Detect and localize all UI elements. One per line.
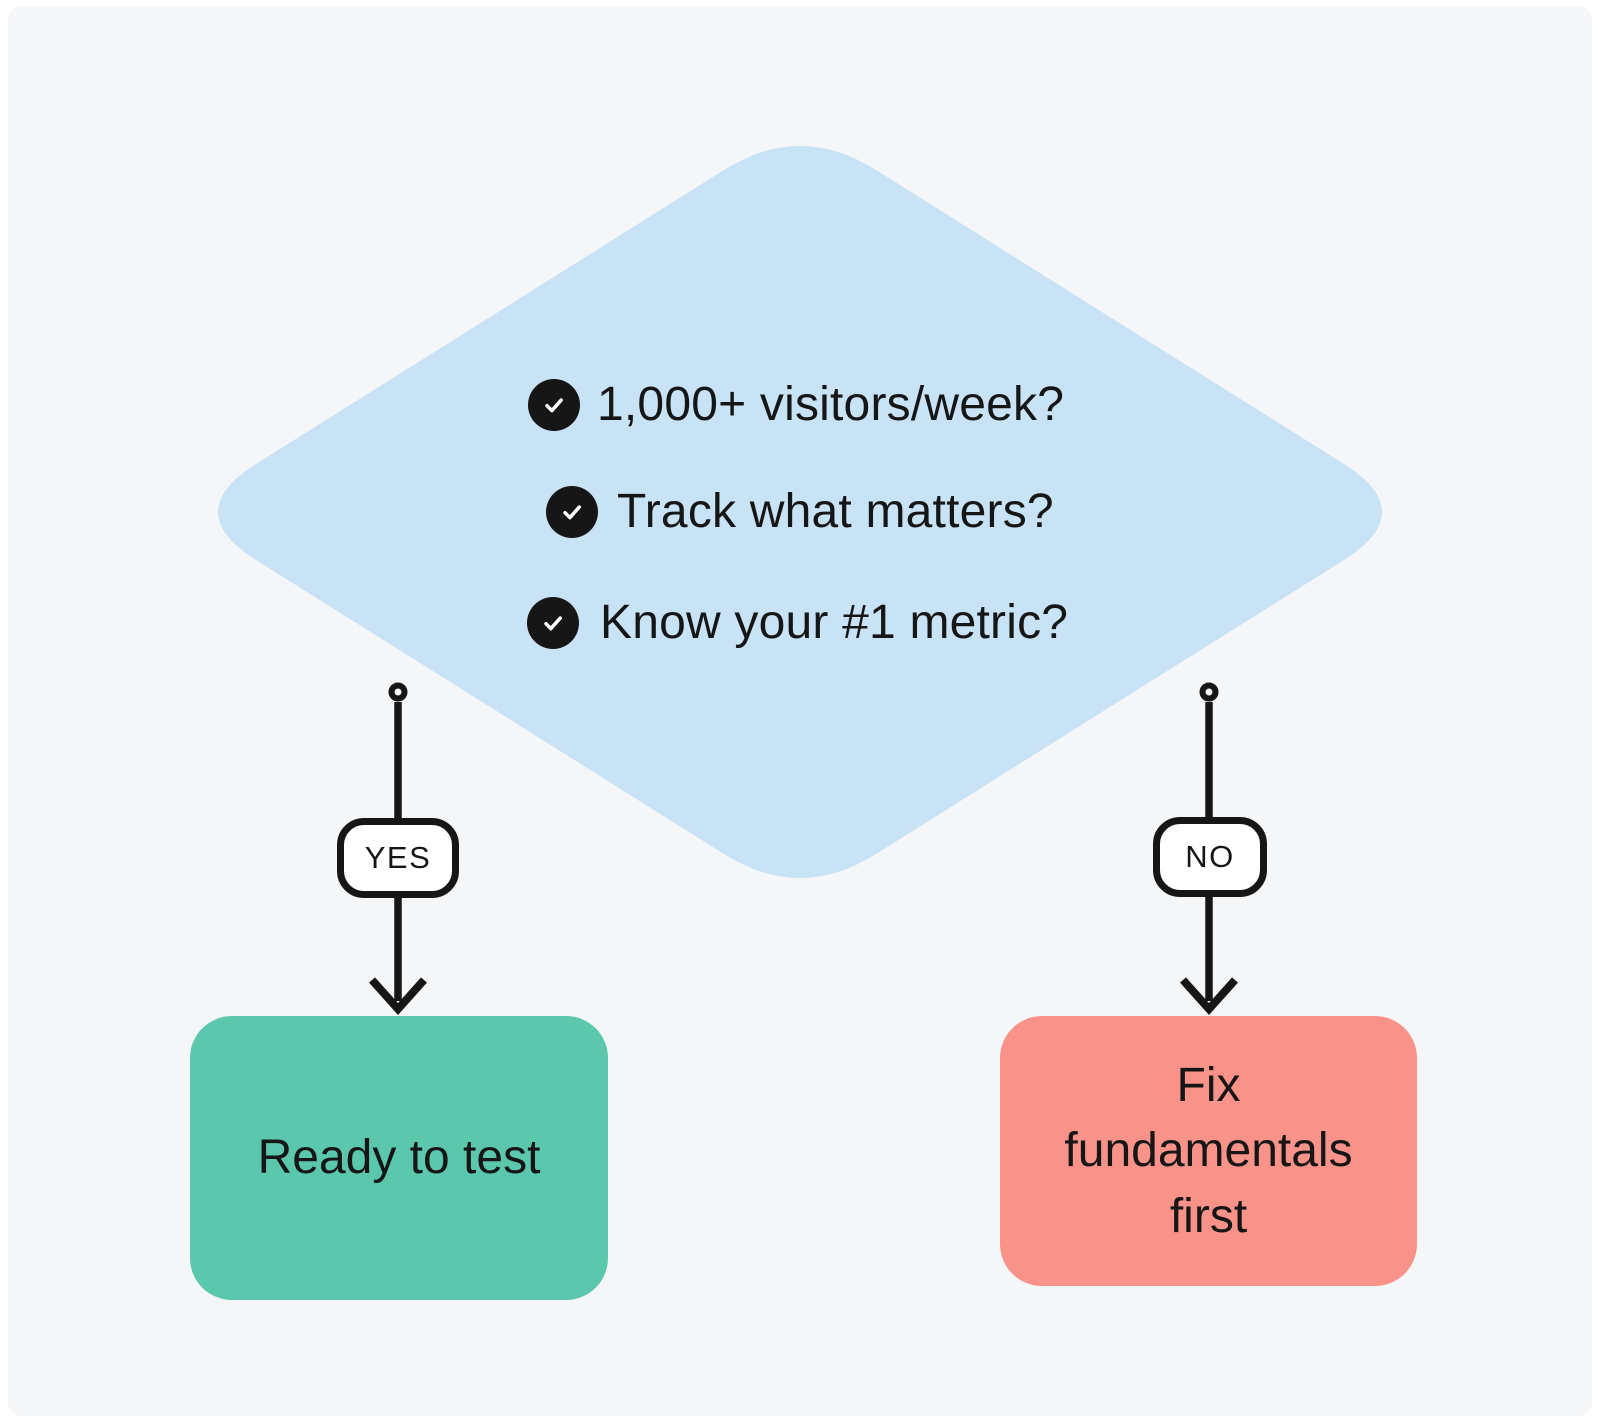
check-icon bbox=[527, 596, 579, 649]
no-label-pill: NO bbox=[1153, 817, 1267, 897]
checklist-item: Track what matters? bbox=[546, 484, 1054, 539]
checklist-item-label: Track what matters? bbox=[617, 485, 1054, 538]
check-icon bbox=[546, 485, 598, 538]
checklist-item: Know your #1 metric? bbox=[527, 595, 1068, 650]
checklist-item: 1,000+ visitors/week? bbox=[528, 377, 1064, 432]
yes-label-pill: YES bbox=[337, 818, 459, 898]
result-node-fix-fundamentals: Fix fundamentals first bbox=[1000, 1016, 1417, 1286]
checklist-item-label: 1,000+ visitors/week? bbox=[597, 378, 1065, 431]
result-node-ready-to-test: Ready to test bbox=[190, 1016, 608, 1300]
check-icon bbox=[528, 378, 580, 431]
checklist-item-label: Know your #1 metric? bbox=[600, 596, 1069, 649]
